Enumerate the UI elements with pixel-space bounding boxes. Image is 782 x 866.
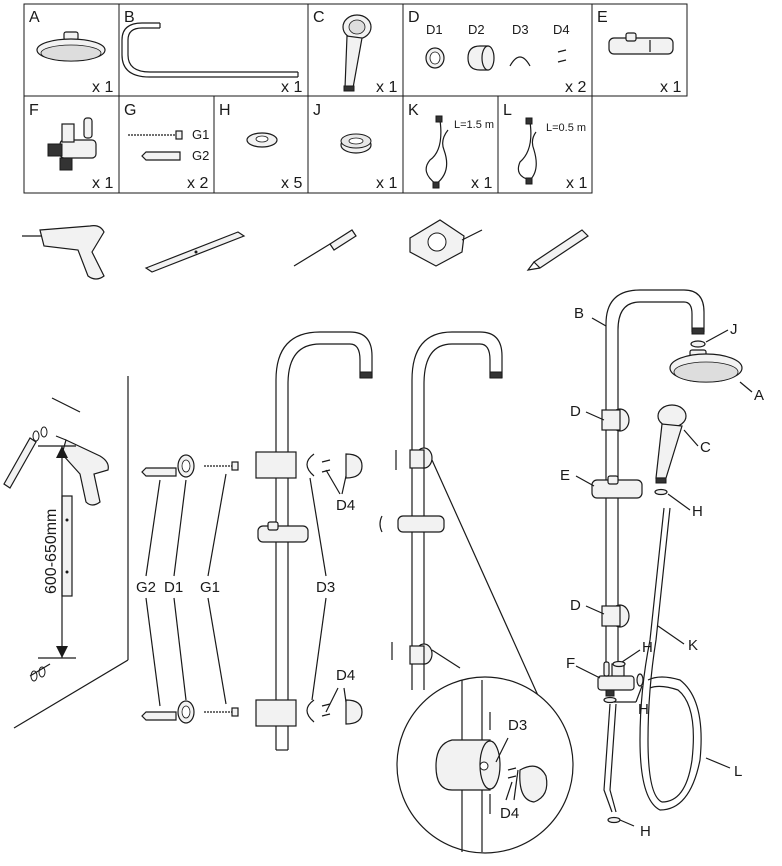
wall-drill-icon — [55, 435, 109, 506]
part-sublabel-d4: D4 — [553, 22, 570, 37]
riser-pipe-icon — [121, 22, 299, 78]
parts-table: A x 1 B x 1 C x 1 D x 2 E x 1 F x 1 G x … — [23, 3, 688, 194]
d3-clip-icon — [509, 56, 531, 67]
exploded-label-d4-top: D4 — [336, 497, 355, 514]
tape-measure-icon — [409, 219, 483, 267]
bracket-exploded-view: G2 D1 G1 D3 D4 D4 — [136, 331, 373, 751]
assembly-label-j: J — [730, 321, 738, 338]
d4-screws-top — [321, 453, 363, 479]
slider-adjust — [397, 515, 445, 533]
ring-seal-icon — [340, 133, 372, 154]
adjustment-view: D3 D4 — [379, 331, 574, 854]
part-label-a: A — [29, 9, 40, 26]
bracket-bottom-adjust — [409, 643, 433, 665]
exploded-label-d1: D1 — [164, 579, 183, 596]
part-qty-k: x 1 — [471, 175, 492, 192]
part-qty-j: x 1 — [376, 175, 397, 192]
washer-icon — [246, 132, 278, 148]
g2-anchor-top — [141, 467, 177, 477]
part-label-j: J — [313, 102, 321, 119]
bracket-set-icon: D1 D2 D3 D4 — [425, 22, 570, 71]
assembly-label-a: A — [754, 387, 764, 404]
d3-clip-top — [306, 453, 315, 477]
exploded-label-g1: G1 — [200, 579, 220, 596]
part-qty-g: x 2 — [187, 175, 208, 192]
g1-screw-bottom — [204, 707, 239, 717]
assembly-label-b: B — [574, 305, 584, 322]
d4-screws-icon — [557, 49, 567, 63]
hose-k-length: L=1.5 m — [454, 119, 494, 131]
part-sublabel-g1: G1 — [192, 127, 209, 142]
part-sublabel-d3: D3 — [512, 22, 529, 37]
full-assembly: B J A D C E H D K H F H L H — [560, 289, 764, 840]
part-label-g: G — [124, 102, 136, 119]
d1-flange-top — [177, 454, 195, 478]
part-qty-l: x 1 — [566, 175, 587, 192]
part-sublabel-d1: D1 — [426, 22, 443, 37]
assembly-label-h1: H — [692, 503, 703, 520]
exploded-label-g2: G2 — [136, 579, 156, 596]
assembly-label-f: F — [566, 655, 575, 672]
detail-label-d3: D3 — [508, 717, 527, 734]
hose-l-length: L=0.5 m — [546, 122, 586, 134]
d3-clip-bottom — [306, 699, 315, 723]
assembly-label-c: C — [700, 439, 711, 456]
pencil-icon — [526, 229, 589, 271]
wall-level-icon — [61, 495, 73, 597]
part-qty-b: x 1 — [281, 79, 302, 96]
part-qty-e: x 1 — [660, 79, 681, 96]
assembly-label-l: L — [734, 763, 742, 780]
exploded-label-d3: D3 — [316, 579, 335, 596]
assembly-label-e: E — [560, 467, 570, 484]
part-label-e: E — [597, 9, 608, 26]
g2-anchor-bottom — [141, 711, 177, 721]
hand-shower-icon — [342, 14, 372, 92]
d4-screws-bottom — [321, 699, 363, 725]
part-qty-d: x 2 — [565, 79, 586, 96]
g1-screw-top — [204, 461, 239, 471]
bracket-top-adjust — [409, 447, 433, 469]
spirit-level-icon — [144, 231, 246, 273]
assembly-label-d-bottom: D — [570, 597, 581, 614]
part-label-k: K — [408, 102, 419, 119]
slide-holder-icon — [608, 32, 674, 55]
detail-bracket-zoom — [435, 680, 548, 852]
wall-pencil-icon — [3, 437, 37, 489]
part-qty-c: x 1 — [376, 79, 397, 96]
mounting-height-dimension: 600-650mm — [43, 509, 60, 594]
d1-wall-flange-icon — [425, 47, 445, 69]
part-label-d: D — [408, 9, 420, 26]
assembly-label-h2: H — [642, 639, 653, 656]
part-sublabel-g2: G2 — [192, 148, 209, 163]
part-label-b: B — [124, 9, 135, 26]
screw-and-anchor-icon: G1 G2 — [128, 127, 209, 163]
hose-icon: L=1.5 m — [425, 115, 494, 189]
part-qty-a: x 1 — [92, 79, 113, 96]
part-qty-f: x 1 — [92, 175, 113, 192]
short-hose-icon: L=0.5 m — [517, 117, 586, 185]
part-label-f: F — [29, 102, 39, 119]
part-label-c: C — [313, 9, 325, 26]
wall-measure-step: 600-650mm — [3, 376, 129, 729]
screwdriver-icon — [293, 229, 357, 267]
assembly-label-h3: H — [638, 701, 649, 718]
tools-row — [22, 219, 589, 280]
part-sublabel-d2: D2 — [468, 22, 485, 37]
part-qty-h: x 5 — [281, 175, 302, 192]
drill-icon — [22, 225, 105, 280]
part-label-l: L — [503, 102, 512, 119]
rain-shower-head-icon — [36, 31, 106, 62]
d1-flange-bottom — [177, 700, 195, 724]
assembly-label-k: K — [688, 637, 698, 654]
detail-label-d4: D4 — [500, 805, 519, 822]
diverter-valve-icon — [47, 117, 97, 171]
exploded-label-d4-bottom: D4 — [336, 667, 355, 684]
assembly-label-d-top: D — [570, 403, 581, 420]
d2-bracket-body-icon — [467, 45, 495, 71]
assembly-label-h4: H — [640, 823, 651, 840]
part-label-h: H — [219, 102, 231, 119]
